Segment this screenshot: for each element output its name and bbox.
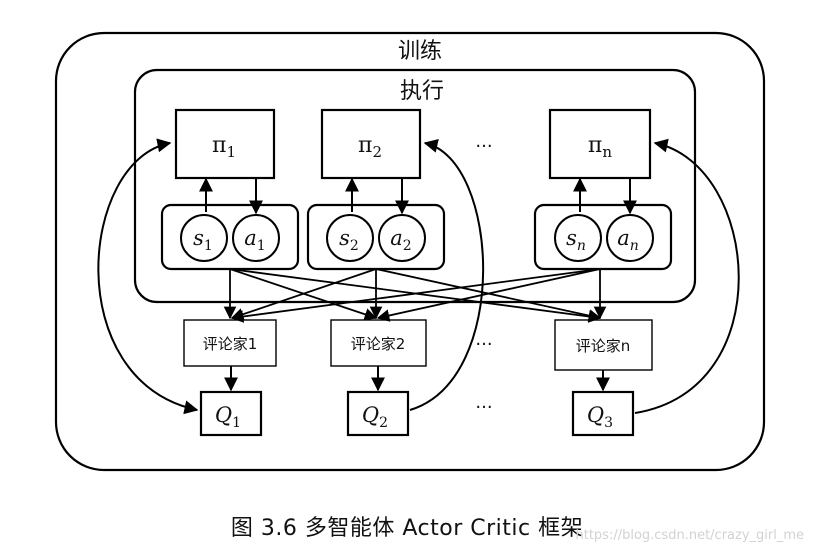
ellipsis-critics: ··· [475,334,492,355]
state-label-1: s1 [193,226,213,254]
q-label-3: Q3 [587,403,613,431]
policy-box-2 [320,108,422,180]
q-box-1 [199,390,263,437]
action-circle-n [606,214,654,262]
training-label: 训练 [398,39,442,64]
training-region [54,31,766,472]
action-circle-1 [232,214,280,262]
state-circle-n [554,214,602,262]
execution-region [133,68,697,304]
state-circle-2 [326,214,374,262]
critic-box-2 [330,319,427,367]
action-label-2: a2 [390,226,411,254]
state-label-2: s2 [339,226,359,254]
critic-label-1: 评论家1 [203,335,258,353]
action-circle-2 [378,214,426,262]
q-label-2: Q2 [362,403,388,431]
q-box-3 [571,390,635,437]
policy-io-arrows [199,177,637,215]
policy-box-n [548,108,652,180]
policy-label-n: πn [588,133,612,161]
critic-to-q-arrows [224,366,610,392]
ellipsis-agents: ··· [475,136,492,157]
action-label-n: an [617,226,639,254]
q-label-1: Q1 [215,403,241,431]
policy-label-2: π2 [358,133,382,161]
state-label-n: sn [566,226,586,254]
ellipsis-qvalues: ··· [475,397,492,418]
critic-box-1 [183,319,277,367]
feedback-curves [97,138,740,415]
execution-label: 执行 [400,79,444,104]
figure-caption: 图 3.6 多智能体 Actor Critic 框架 [230,516,584,541]
actor-critic-diagram: 训练 执行 π1 s1 a1 π2 s2 a2 πn sn an ··· ···… [54,31,766,472]
policy-label-1: π1 [212,133,236,161]
q-box-2 [346,390,410,437]
action-label-1: a1 [244,226,265,254]
critic-box-n [554,319,653,371]
critic-input-arrows [223,268,607,323]
watermark: https://blog.csdn.net/crazy_girl_me [575,528,804,543]
critic-label-2: 评论家2 [351,335,406,353]
critic-label-n: 评论家n [576,337,631,355]
